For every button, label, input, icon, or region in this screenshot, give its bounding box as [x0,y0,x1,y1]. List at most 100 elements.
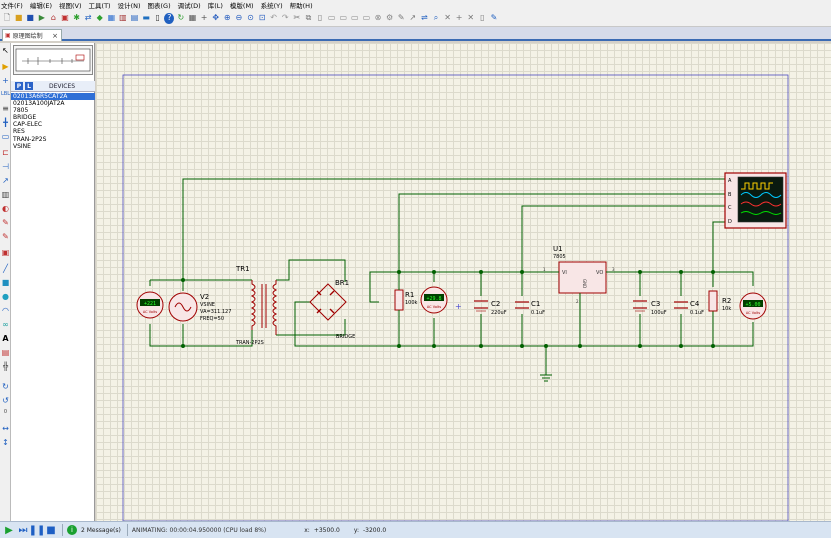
capacitor-c1[interactable] [515,301,529,309]
step-icon[interactable]: ⏭ [18,524,28,536]
text-script-icon[interactable]: ≡ [2,103,9,113]
circle-2d-icon[interactable]: ● [2,291,9,301]
vsine-source[interactable] [168,292,198,322]
menu-library[interactable]: 库(L) [207,2,223,10]
text-2d-icon[interactable]: A [2,333,9,343]
mirror-y-icon[interactable]: ↕ [2,437,9,447]
play-icon[interactable]: ▶ [5,524,13,536]
overview-window[interactable] [13,45,93,75]
capacitor-c4[interactable] [674,301,688,309]
menu-graph[interactable]: 图表(G) [147,2,171,10]
new-sheet-icon[interactable]: + [455,13,463,22]
block-copy-icon[interactable]: ▭ [327,13,336,22]
refresh-icon[interactable]: ↻ [177,13,185,22]
home-icon[interactable]: ⌂ [50,13,56,22]
bridge-rectifier[interactable] [309,283,347,321]
path-2d-icon[interactable]: ∞ [2,319,9,329]
save-icon[interactable]: ■ [26,13,34,22]
block-delete-icon[interactable]: ▭ [362,13,371,22]
list-item[interactable]: RES [13,128,25,136]
gerber-icon[interactable]: ⇄ [84,13,92,22]
pause-icon[interactable]: ❚❚ [28,524,46,536]
angle-field-icon[interactable]: 0 [3,409,8,415]
box-2d-icon[interactable]: ■ [1,277,10,287]
grid-icon[interactable]: ▦ [188,13,197,22]
bom-icon[interactable]: ▦ [107,13,116,22]
search-icon[interactable]: ⌕ [433,13,439,22]
resistor-r2[interactable] [708,290,718,312]
zoom-area-icon[interactable]: ⊡ [258,13,266,22]
block-move-icon[interactable]: ▭ [339,13,347,22]
rotate-cw-icon[interactable]: ↻ [2,381,9,391]
menu-view[interactable]: 视图(V) [59,2,82,10]
library-manager-button[interactable]: L [25,82,33,90]
origin-icon[interactable]: + [200,13,208,22]
list-item[interactable]: 02013A6R5CAT2A [11,93,95,101]
pin-mode-icon[interactable]: ⊣ [2,161,9,171]
mirror-x-icon[interactable]: ↔ [2,423,9,433]
import-icon[interactable]: ▶ [38,13,45,22]
regulator-u1[interactable] [558,261,607,294]
list-item[interactable]: 02013A100JAT2A [13,100,65,108]
help-icon[interactable]: ? [164,12,175,24]
block-rotate-icon[interactable]: ▭ [351,13,359,22]
capacitor-c3[interactable] [633,300,647,312]
menu-debug[interactable]: 调试(D) [177,2,201,10]
new-file-icon[interactable]: 🗋 [3,13,11,22]
list-item[interactable]: 7805 [13,107,29,115]
pick-device-icon[interactable]: ⊗ [374,13,382,22]
symbol-2d-icon[interactable]: ▤ [1,347,10,357]
marker-2d-icon[interactable]: ╬ [3,361,8,371]
design-explorer-icon[interactable]: ▤ [130,13,139,22]
copy-icon[interactable]: ⧉ [305,13,312,22]
selection-mode-icon[interactable]: ↖ [2,45,9,55]
schematic-icon[interactable]: ▣ [61,13,69,22]
virtual-instrument-icon[interactable]: ▣ [1,247,10,257]
graph-mode-icon[interactable]: ↗ [2,175,9,185]
zoom-all-icon[interactable]: ⊙ [247,13,254,22]
decompose-icon[interactable]: ↗ [409,13,417,22]
packaging-icon[interactable]: ✎ [397,13,405,22]
zoom-out-icon[interactable]: ⊖ [235,13,243,22]
terminals-icon[interactable]: ⊏ [2,147,9,157]
line-2d-icon[interactable]: ╱ [3,263,8,273]
edit-icon[interactable]: ✎ [490,13,498,22]
menu-system[interactable]: 系统(Y) [260,2,283,10]
label-mode-icon[interactable]: LBL [1,91,11,97]
voltmeter-rectified[interactable] [420,286,448,314]
message-count[interactable]: 2 Message(s) [81,526,121,534]
voltmeter-output[interactable] [739,292,767,320]
component-mode-icon[interactable]: ▶ [2,61,9,71]
zoom-in-icon[interactable]: ⊕ [223,13,231,22]
vsm-studio-icon[interactable]: ▯ [155,13,160,22]
voltmeter-input[interactable] [136,291,164,319]
menu-template[interactable]: 模版(M) [229,2,254,10]
menu-edit[interactable]: 编辑(E) [29,2,52,10]
source-code-icon[interactable]: ▬ [142,13,150,22]
open-folder-icon[interactable]: ■ [14,13,23,22]
arc-2d-icon[interactable]: ◠ [2,305,9,315]
remove-sheet-icon[interactable]: ✕ [467,13,475,22]
menu-tools[interactable]: 工具(T) [88,2,111,10]
subcircuit-icon[interactable]: ▭ [1,131,10,141]
pan-icon[interactable]: ✥ [212,13,220,22]
list-item[interactable]: CAP-ELEC [13,121,43,129]
netlist-icon[interactable]: ▯ [480,13,485,22]
rotate-ccw-icon[interactable]: ↺ [2,395,9,405]
menu-file[interactable]: 文件(F) [1,2,23,10]
3d-icon[interactable]: ◆ [96,13,103,22]
make-device-icon[interactable]: ⚙ [386,13,394,22]
capacitor-c2[interactable] [474,300,488,312]
stop-icon[interactable]: ■ [46,524,56,536]
paste-icon[interactable]: ▯ [317,13,323,22]
probe-current-icon[interactable]: ✎ [2,231,9,241]
menu-design[interactable]: 设计(N) [117,2,141,10]
redo-icon[interactable]: ↷ [281,13,289,22]
close-icon[interactable]: × [52,31,58,40]
tape-recorder-icon[interactable]: ▥ [1,189,10,199]
transformer[interactable] [250,280,278,335]
list-item[interactable]: TRAN-2P2S [13,135,47,143]
resistor-r1[interactable] [394,289,404,311]
undo-icon[interactable]: ↶ [270,13,277,22]
pick-devices-button[interactable]: P [15,82,23,90]
